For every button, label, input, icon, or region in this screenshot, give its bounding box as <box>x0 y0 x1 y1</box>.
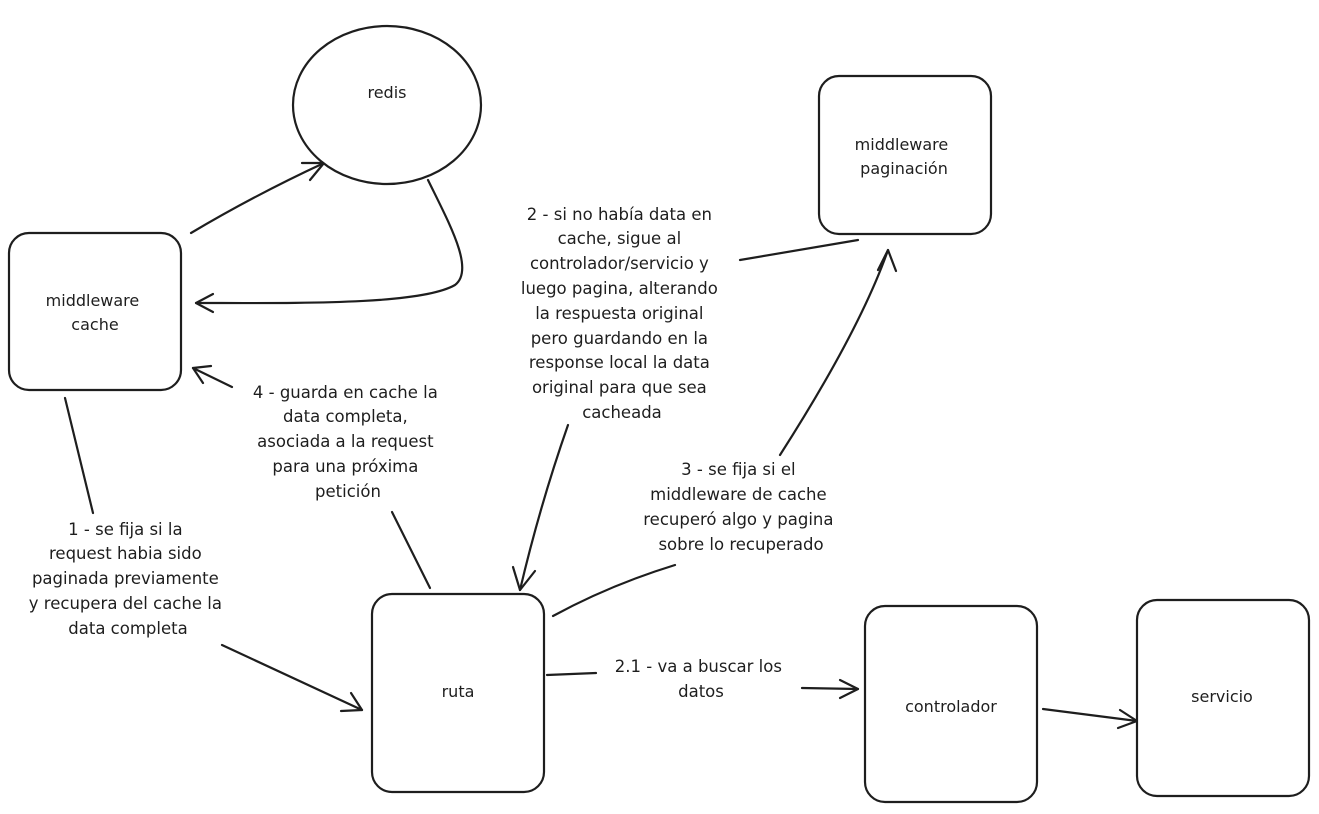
edge-paginacion-to-ruta <box>511 238 860 592</box>
edge-ruta-to-paginacion <box>551 248 898 618</box>
annotation-step-3: 3 - se fija si el middleware de cache re… <box>643 460 838 554</box>
node-ruta: ruta <box>370 592 546 794</box>
edge-cache-to-redis <box>189 161 326 235</box>
annotation-step-4: 4 - guarda en cache la data completa, as… <box>253 383 443 501</box>
edge-ruta-to-cache <box>191 364 432 590</box>
node-middleware-paginacion-label: middleware paginación <box>855 135 954 178</box>
node-ruta-label: ruta <box>442 682 475 701</box>
edge-cache-to-ruta <box>63 396 364 713</box>
annotation-step-2-1: 2.1 - va a buscar los datos <box>615 657 787 701</box>
edge-ruta-to-controlador <box>545 671 860 700</box>
node-redis-label: redis <box>367 83 406 102</box>
node-controlador: controlador <box>863 604 1039 804</box>
node-middleware-paginacion: middleware paginación <box>817 74 993 236</box>
edge-controlador-to-servicio <box>1041 707 1139 730</box>
annotation-step-1: 1 - se fija si la request habia sido pag… <box>29 520 227 638</box>
node-middleware-cache-label: middleware cache <box>46 291 145 334</box>
edge-redis-to-cache <box>194 178 464 314</box>
node-redis: redis <box>291 24 483 186</box>
node-controlador-label: controlador <box>905 697 997 716</box>
annotation-step-2: 2 - si no había data en cache, sigue al … <box>521 205 723 422</box>
node-servicio-label: servicio <box>1191 687 1253 706</box>
node-servicio: servicio <box>1135 598 1311 798</box>
node-middleware-cache: middleware cache <box>7 231 183 392</box>
